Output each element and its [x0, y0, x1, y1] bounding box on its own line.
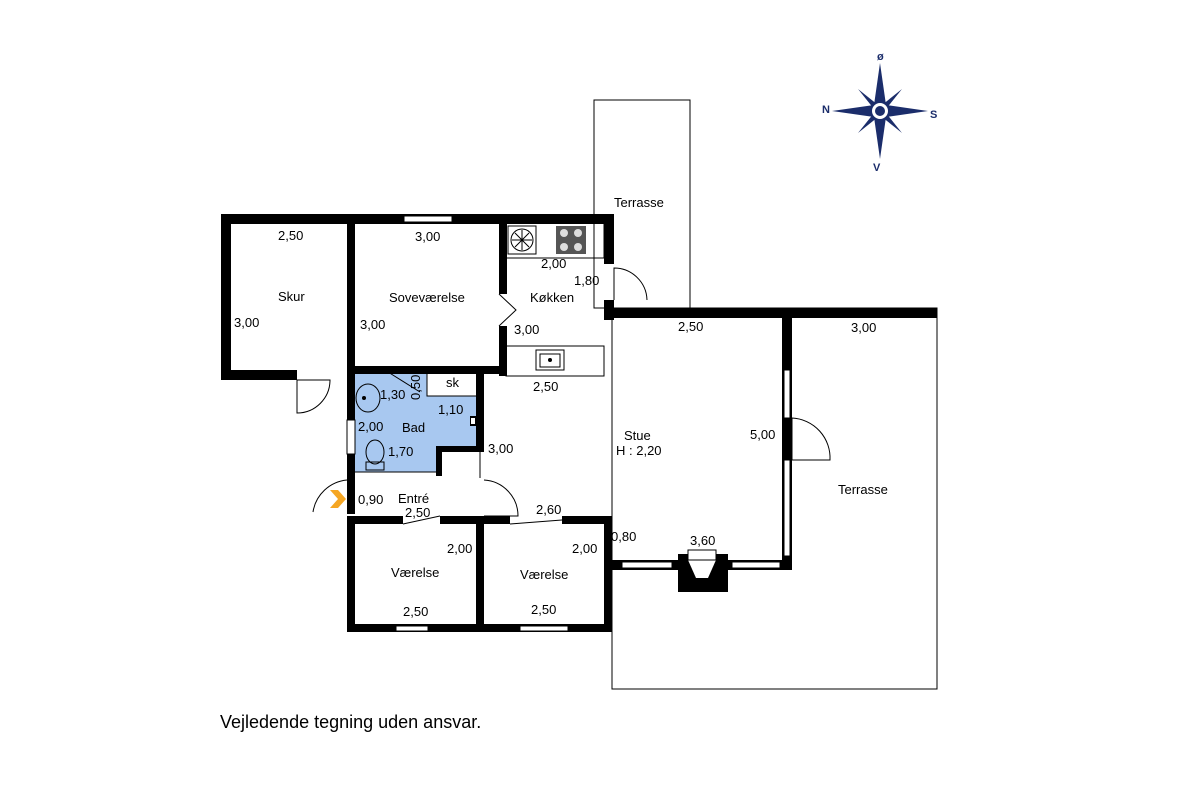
kitchen-fan-icon — [507, 225, 537, 255]
fireplace — [678, 549, 728, 592]
dimension-labels: 2,50 3,00 3,00 3,00 2,00 1,80 3,00 2,50 … — [234, 228, 876, 619]
stove-icon — [556, 226, 586, 254]
dim-vaerelse2-height: 2,00 — [572, 541, 597, 556]
dim-stue-left: 3,00 — [488, 441, 513, 456]
dim-pejs-width: 3,60 — [690, 533, 715, 548]
dim-bad-side: 0,50 — [408, 375, 423, 400]
kitchen-sink-icon — [535, 349, 565, 371]
compass-v: V — [873, 162, 881, 174]
dim-bad-left: 2,00 — [358, 419, 383, 434]
dim-bad-top: 1,30 — [380, 387, 405, 402]
compass-n: N — [822, 104, 830, 116]
terrace-right-outline — [611, 307, 938, 690]
dim-stue-top: 2,50 — [678, 319, 703, 334]
label-sk: sk — [446, 375, 460, 390]
compass-s: S — [930, 109, 937, 121]
dim-kokken-bottom: 2,50 — [533, 379, 558, 394]
dim-terrasse-width: 3,00 — [851, 320, 876, 335]
dim-sove-width: 3,00 — [415, 229, 440, 244]
toilet-icon — [365, 439, 385, 471]
dim-skur-width: 2,50 — [278, 228, 303, 243]
dim-vaerelse2-width: 2,50 — [531, 602, 556, 617]
dim-kokken-height: 1,80 — [574, 273, 599, 288]
label-kokken: Køkken — [530, 290, 574, 305]
label-terrasse-top: Terrasse — [614, 195, 664, 210]
label-stue-height: H : 2,20 — [616, 443, 662, 458]
dim-stue-right: 5,00 — [750, 427, 775, 442]
label-entre: Entré — [398, 491, 429, 506]
label-stue: Stue — [624, 428, 651, 443]
dim-entre-width: 2,50 — [405, 505, 430, 520]
label-skur: Skur — [278, 289, 305, 304]
label-vaerelse-2: Værelse — [520, 567, 568, 582]
label-sovevaerelse: Soveværelse — [389, 290, 465, 305]
dim-sove-height: 3,00 — [360, 317, 385, 332]
dim-pejs-side: 0,80 — [611, 529, 636, 544]
label-terrasse-right: Terrasse — [838, 482, 888, 497]
shower-icon — [470, 416, 476, 426]
bath-sink-icon — [355, 383, 381, 413]
dim-kokken-width: 2,00 — [541, 256, 566, 271]
dim-entre-right: 2,60 — [536, 502, 561, 517]
dim-bad-bottom: 1,70 — [388, 444, 413, 459]
dim-skur-height: 3,00 — [234, 315, 259, 330]
compass-rose-icon — [832, 63, 928, 159]
label-vaerelse-1: Værelse — [391, 565, 439, 580]
dim-kokken-side: 3,00 — [514, 322, 539, 337]
label-bad: Bad — [402, 420, 425, 435]
compass-letters: N S ø V — [822, 51, 937, 174]
dim-vaerelse1-width: 2,50 — [403, 604, 428, 619]
windows — [346, 215, 791, 632]
dim-vaerelse1-height: 2,00 — [447, 541, 472, 556]
doors — [296, 267, 831, 525]
dim-bad-right: 1,10 — [438, 402, 463, 417]
room-labels: Skur Soveværelse Køkken Stue H : 2,20 Ba… — [278, 195, 888, 582]
disclaimer-text: Vejledende tegning uden ansvar. — [220, 712, 482, 732]
dim-entre-left: 0,90 — [358, 492, 383, 507]
compass-o: ø — [877, 51, 884, 63]
entrance-arrow-icon — [330, 490, 346, 508]
